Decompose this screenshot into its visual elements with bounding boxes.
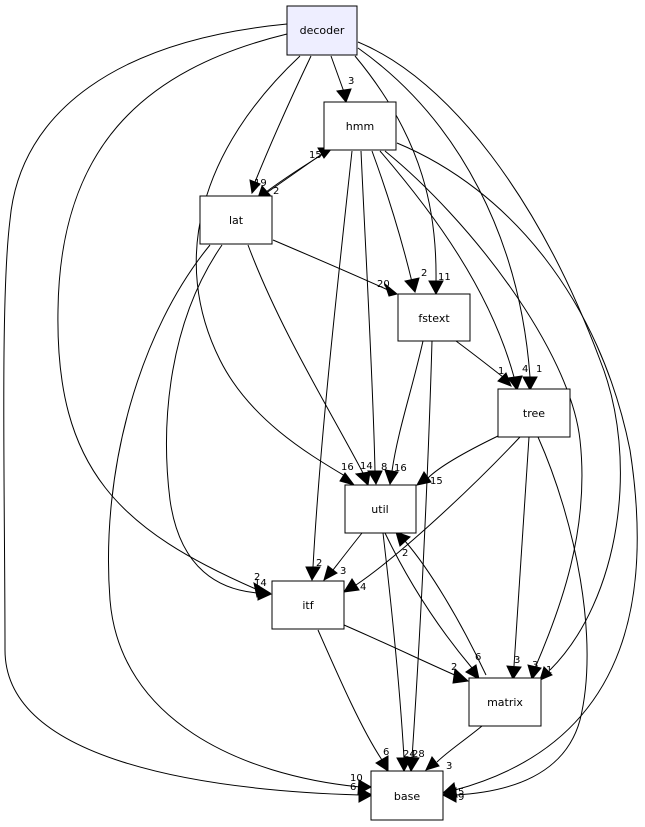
edge-matrix-util: 6 <box>395 531 487 676</box>
edge-label-util-itf: 3 <box>340 566 346 577</box>
edge-label-hmm-lat: 2 <box>273 186 279 197</box>
edge-label-decoder-lat: 19 <box>254 178 267 189</box>
edge-tree-matrix: 3 <box>506 436 538 681</box>
edge-label-lat-base: 6 <box>350 782 356 793</box>
edge-decoder-matrix: 1 <box>357 41 621 681</box>
edge-hmm-util: 8 <box>360 150 387 486</box>
edge-label-fstext-tree: 1 <box>498 366 504 377</box>
node-label-util: util <box>371 503 388 516</box>
edge-label-matrix-util: 6 <box>475 652 481 663</box>
edge-hmm-tree: 4 <box>379 150 528 392</box>
edge-label-decoder-matrix: 1 <box>546 665 552 676</box>
node-label-lat: lat <box>229 214 244 227</box>
edge-hmm-itf: 2 <box>305 150 353 582</box>
node-label-matrix: matrix <box>487 696 523 709</box>
edge-label-util-matrix: 2 <box>402 548 408 559</box>
node-label-decoder: decoder <box>300 24 345 37</box>
edge-label-tree-itf: 4 <box>360 582 366 593</box>
edge-label-decoder-itf: 14 <box>254 578 267 589</box>
edge-label-matrix-base: 3 <box>446 761 452 772</box>
node-util[interactable]: util <box>344 484 417 534</box>
edge-label-hmm-matrix: 3 <box>514 655 520 666</box>
edge-decoder-lat: 19 <box>249 55 312 195</box>
edge-lat-hmm: 15 <box>261 147 334 197</box>
node-label-fstext: fstext <box>418 312 450 325</box>
edge-matrix-base: 3 <box>425 725 483 772</box>
edge-decoder-fstext: 11 <box>354 55 451 296</box>
edge-tree-util: 15 <box>416 435 499 487</box>
edge-fstext-util: 16 <box>384 340 424 486</box>
edge-label-decoder-base: 10 <box>350 773 363 784</box>
edge-label-hmm-util: 8 <box>381 462 387 473</box>
edge-tree-itf: 4 <box>343 436 521 593</box>
node-hmm[interactable]: hmm <box>323 101 397 151</box>
edge-hmm-fstext: 2 <box>371 150 427 294</box>
edge-label-tree-base: 9 <box>458 792 464 803</box>
edge-label-lat-itf: 2 <box>254 572 260 583</box>
edge-lat-itf: 2 <box>166 244 273 601</box>
edge-decoder-hmm: 3 <box>330 55 354 103</box>
edge-label-lat-fstext: 20 <box>377 279 390 290</box>
edge-label-lat-util: 14 <box>360 461 373 472</box>
node-fstext[interactable]: fstext <box>397 293 471 342</box>
edge-label-hmm-tree: 4 <box>522 364 528 375</box>
node-label-hmm: hmm <box>346 120 374 133</box>
edge-label-decoder-fstext: 11 <box>438 272 451 283</box>
node-tree[interactable]: tree <box>497 388 571 438</box>
edge-label-hmm-base: 5 <box>458 787 464 798</box>
edge-label-fstext-util: 16 <box>394 463 407 474</box>
edge-decoder-tree: 1 <box>357 47 542 392</box>
node-matrix[interactable]: matrix <box>468 677 542 727</box>
edge-label-decoder-tree: 1 <box>536 364 542 375</box>
edge-tree-base: 9 <box>441 436 588 803</box>
edge-label-itf-matrix: 2 <box>451 662 457 673</box>
node-label-base: base <box>394 790 420 803</box>
node-label-tree: tree <box>523 407 545 420</box>
edge-label-lat-hmm: 15 <box>309 150 322 161</box>
edge-fstext-base: 28 <box>404 340 433 773</box>
edge-fstext-tree: 1 <box>455 340 512 387</box>
edge-label-util-base: 24 <box>403 749 416 760</box>
edge-lat-fstext: 20 <box>272 239 399 297</box>
node-itf[interactable]: itf <box>271 580 345 630</box>
edge-decoder-base: 10 <box>3 23 374 803</box>
edge-hmm-matrix: 3 <box>384 150 583 681</box>
edge-lat-util: 14 <box>247 244 373 487</box>
edge-util-matrix: 2 <box>384 532 480 680</box>
edge-label-tree-util: 15 <box>430 476 443 487</box>
edge-decoder-util: 16 <box>195 55 356 486</box>
edge-label-hmm-itf: 2 <box>316 558 322 569</box>
edge-label-tree-matrix: 3 <box>532 660 538 671</box>
edge-itf-base: 6 <box>317 629 389 772</box>
edge-label-itf-base: 6 <box>383 747 389 758</box>
edge-label-fstext-base: 28 <box>412 749 425 760</box>
edge-lat-base: 6 <box>107 244 373 795</box>
edge-label-hmm-fstext: 2 <box>421 268 427 279</box>
edge-util-itf: 3 <box>323 532 363 582</box>
node-label-itf: itf <box>302 599 314 612</box>
edge-itf-matrix: 2 <box>343 624 470 684</box>
node-lat[interactable]: lat <box>199 195 273 245</box>
node-decoder[interactable]: decoder <box>286 5 358 56</box>
node-base[interactable]: base <box>370 770 444 821</box>
edge-util-base: 24 <box>382 532 416 773</box>
edge-label-decoder-util: 16 <box>341 462 354 473</box>
edge-label-decoder-hmm: 3 <box>348 76 354 87</box>
